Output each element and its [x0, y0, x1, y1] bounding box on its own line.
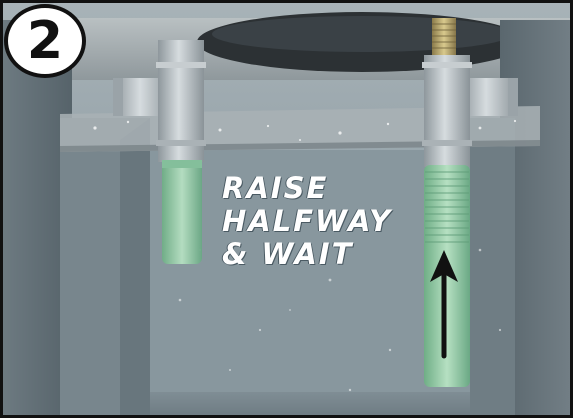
step-number-badge: 2: [4, 4, 86, 78]
instruction-line-2: HALFWAY: [222, 205, 422, 238]
up-arrow-icon: [424, 248, 464, 360]
instruction-line-3: & WAIT: [222, 238, 422, 271]
instruction-line-1: RAISE: [222, 172, 422, 205]
step-number: 2: [27, 15, 63, 67]
instruction-text: RAISE HALFWAY & WAIT: [222, 172, 422, 271]
